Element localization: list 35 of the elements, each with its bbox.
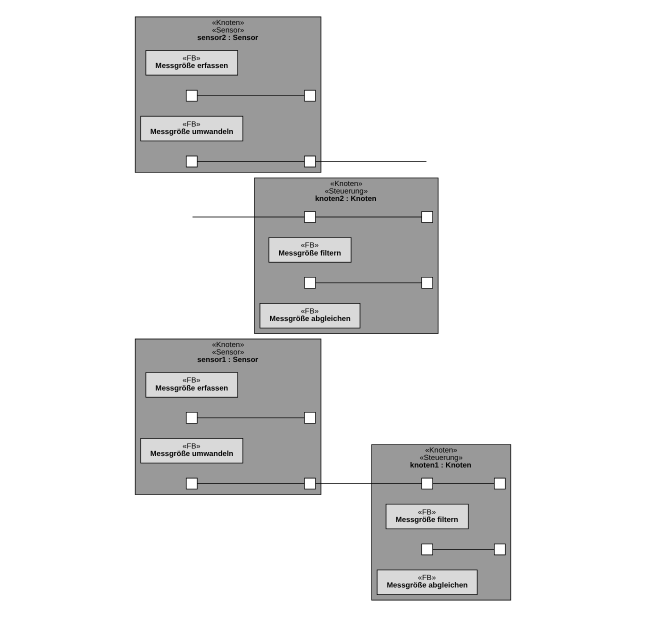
connector <box>197 161 305 162</box>
node-box <box>421 544 433 556</box>
node-box: «FB» Messgröße filtern <box>386 504 469 530</box>
connector <box>315 483 422 484</box>
node-box: «FB» Messgröße abgleichen <box>376 570 478 595</box>
connector <box>315 216 422 218</box>
node-box <box>494 544 506 556</box>
node-box: «FB» Messgröße umwandeln <box>140 116 244 142</box>
node-box <box>304 478 316 490</box>
connector <box>197 95 305 96</box>
connector <box>197 417 305 418</box>
connector <box>197 483 305 484</box>
connector <box>315 282 422 284</box>
connector <box>192 216 305 218</box>
node-box <box>421 478 433 490</box>
node-box: «FB» Messgröße erfassen <box>146 372 238 398</box>
node-box <box>186 90 198 102</box>
node-box: «FB» Messgröße erfassen <box>146 50 238 76</box>
node-box: «FB» Messgröße abgleichen <box>260 303 360 328</box>
node-box <box>304 412 316 424</box>
node-box <box>304 276 316 289</box>
node-box <box>304 211 316 223</box>
node-box <box>304 156 316 168</box>
node-box <box>186 478 198 490</box>
connector <box>432 549 495 550</box>
node-box <box>186 412 198 424</box>
connector <box>432 483 495 484</box>
node-box <box>421 211 433 223</box>
connector <box>315 161 427 162</box>
node-box: «FB» Messgröße filtern <box>268 237 352 263</box>
node-box <box>304 90 316 102</box>
node-box: «FB» Messgröße umwandeln <box>140 438 244 464</box>
node-box <box>494 478 506 490</box>
node-box <box>421 276 433 289</box>
node-box <box>186 156 198 168</box>
